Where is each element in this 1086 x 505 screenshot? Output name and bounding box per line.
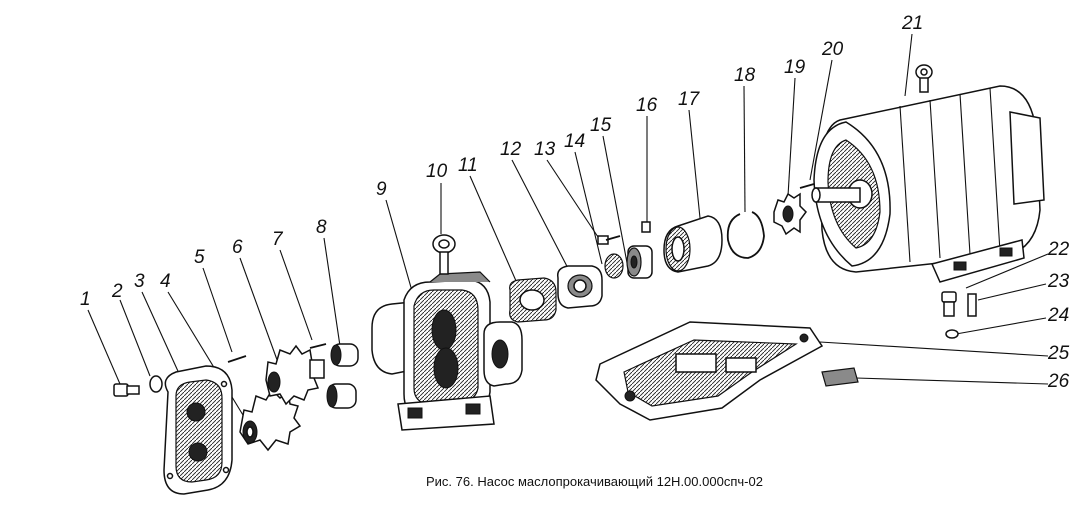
part-8-bushings	[326, 343, 359, 409]
label-25: 25	[1048, 343, 1070, 364]
part-22-bolt	[941, 291, 957, 317]
label-7: 7	[272, 229, 283, 250]
part-26-plate	[821, 367, 859, 387]
part-11-gasket	[509, 277, 557, 323]
label-17: 17	[678, 89, 700, 110]
label-2: 2	[112, 281, 123, 302]
label-10: 10	[426, 161, 448, 182]
part-19-gear	[773, 192, 807, 236]
label-26: 26	[1048, 371, 1070, 392]
part-15-coupling	[626, 245, 653, 279]
part-9-housing	[371, 271, 523, 431]
part-2-washer	[149, 375, 163, 393]
label-11: 11	[458, 155, 478, 176]
label-24: 24	[1048, 305, 1070, 326]
label-20: 20	[822, 39, 844, 60]
part-4-gear	[239, 388, 302, 452]
part-25-base-plate	[595, 321, 824, 421]
part-21-motor	[811, 64, 1045, 283]
label-23: 23	[1048, 271, 1070, 292]
part-20-key	[799, 183, 815, 189]
part-24-washer	[945, 329, 959, 339]
leader-lines	[87, 33, 1049, 421]
part-13-screw	[597, 235, 621, 245]
part-1-bolt	[113, 383, 140, 397]
label-4: 4	[160, 271, 171, 292]
label-5: 5	[194, 247, 205, 268]
label-8: 8	[316, 217, 327, 238]
label-9: 9	[376, 179, 387, 200]
figure-caption: Рис. 76. Насос маслопрокачивающий 12Н.00…	[426, 474, 763, 489]
label-6: 6	[232, 237, 243, 258]
label-1: 1	[80, 289, 91, 310]
part-7-pin	[309, 343, 327, 349]
part-14-seal-ring	[604, 253, 624, 279]
part-18-retaining-ring	[726, 211, 765, 259]
label-3: 3	[134, 271, 145, 292]
label-18: 18	[734, 65, 756, 86]
part-23-stud	[967, 293, 977, 317]
label-12: 12	[500, 139, 522, 160]
label-19: 19	[784, 57, 806, 78]
part-10-eyebolt	[432, 234, 456, 275]
part-12-flange	[556, 265, 603, 309]
part-5-pin	[227, 355, 247, 363]
label-14: 14	[564, 131, 586, 152]
label-13: 13	[534, 139, 556, 160]
part-17-sleeve	[663, 215, 723, 273]
label-15: 15	[590, 115, 612, 136]
label-16: 16	[636, 95, 658, 116]
label-22: 22	[1048, 239, 1070, 260]
part-16-screw	[641, 221, 651, 233]
label-21: 21	[902, 13, 924, 34]
part-6-gear	[265, 344, 325, 406]
part-3-cover	[163, 365, 233, 495]
